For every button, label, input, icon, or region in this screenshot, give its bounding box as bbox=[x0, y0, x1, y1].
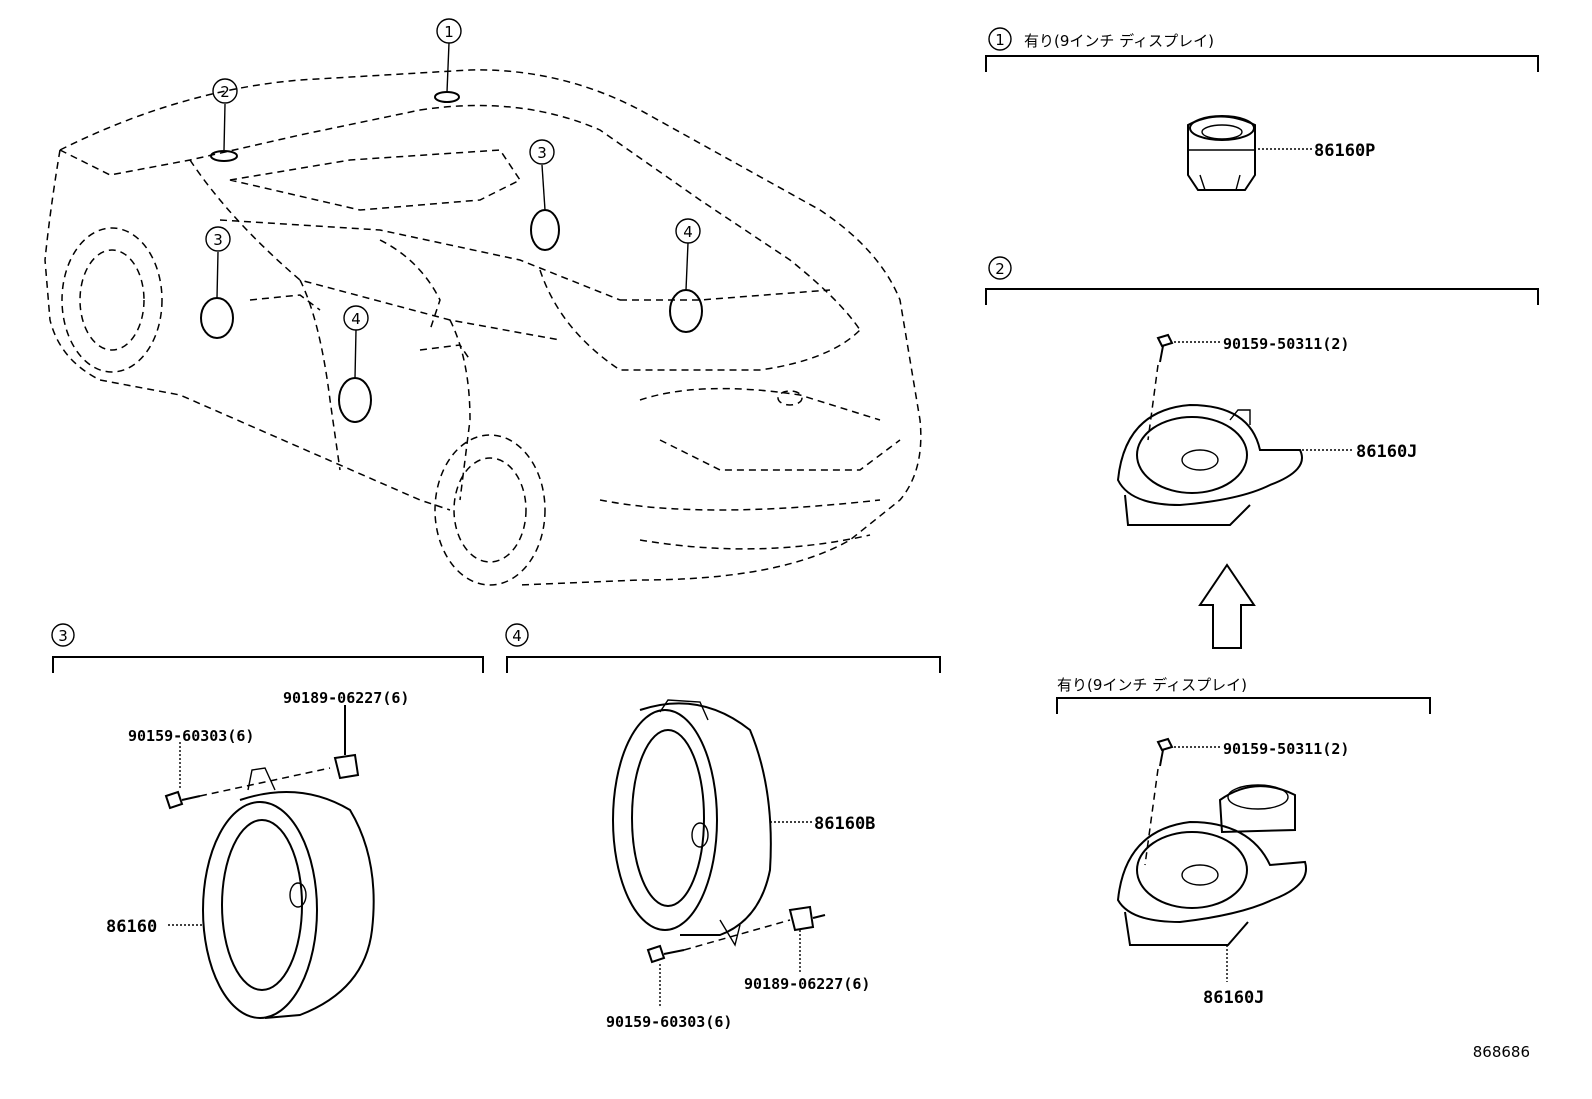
tweeter-marker-center bbox=[434, 91, 460, 103]
svg-text:3: 3 bbox=[537, 144, 547, 162]
door-speaker-marker-front-right bbox=[530, 209, 560, 251]
bolt-90159-50311-a bbox=[1156, 333, 1174, 363]
label-86160J-b: 86160J bbox=[1203, 988, 1264, 1008]
section-2b-title: 有り(9インチ ディスプレイ) bbox=[1057, 676, 1247, 694]
car-callouts: 1 2 3 3 4 4 bbox=[205, 18, 701, 331]
section-4: 4 86160B 90189-06227(6) 90159-60303(6) bbox=[505, 623, 941, 1031]
car-illustration bbox=[44, 69, 922, 586]
label-86160P: 86160P bbox=[1314, 141, 1375, 161]
callout-4-right: 4 bbox=[675, 218, 701, 244]
door-speaker-marker-front-left bbox=[200, 297, 234, 339]
door-speaker-marker-rear-left bbox=[338, 377, 372, 423]
label-86160J-a: 86160J bbox=[1356, 442, 1417, 462]
callout-3-left: 3 bbox=[205, 226, 231, 252]
speaker-86160J-a bbox=[1116, 403, 1303, 526]
speaker-86160 bbox=[202, 767, 375, 1019]
label-bolt-2a: 90159-50311(2) bbox=[1223, 335, 1349, 353]
section-1-marker: 1 bbox=[995, 31, 1005, 49]
section-2b: 有り(9インチ ディスプレイ) 90159-50311(2) 86160J bbox=[1056, 676, 1431, 1008]
section-4-marker: 4 bbox=[512, 627, 522, 645]
upgrade-arrow bbox=[1198, 563, 1256, 649]
bolt-90159-50311-b bbox=[1156, 737, 1174, 767]
svg-text:3: 3 bbox=[213, 231, 223, 249]
diagram-id: 868686 bbox=[1473, 1043, 1530, 1061]
callout-3-right: 3 bbox=[529, 139, 555, 165]
section-2-marker: 2 bbox=[995, 260, 1005, 278]
door-speaker-marker-rear-right bbox=[669, 289, 703, 333]
label-clip-4: 90189-06227(6) bbox=[744, 975, 870, 993]
section-3: 3 90189-06227(6) 90159-60303(6) 86160 bbox=[51, 623, 484, 1019]
section-1: 1 有り(9インチ ディスプレイ) 86160P bbox=[985, 27, 1539, 191]
tweeter-86160P bbox=[1187, 115, 1256, 191]
label-bolt-2b: 90159-50311(2) bbox=[1223, 740, 1349, 758]
screw-90159-60303-s4 bbox=[646, 944, 685, 964]
svg-text:4: 4 bbox=[351, 310, 361, 328]
screw-90159-60303-s3 bbox=[164, 790, 201, 810]
label-86160: 86160 bbox=[106, 917, 157, 937]
callout-2: 2 bbox=[212, 78, 238, 104]
clip-90189-06227-s4 bbox=[788, 905, 826, 932]
clip-90189-06227-s3 bbox=[333, 705, 360, 780]
speaker-86160B bbox=[612, 699, 772, 947]
speaker-86160J-b bbox=[1116, 784, 1308, 946]
section-3-marker: 3 bbox=[58, 627, 68, 645]
svg-text:2: 2 bbox=[220, 83, 230, 101]
label-86160B: 86160B bbox=[814, 814, 875, 834]
label-screw-3: 90159-60303(6) bbox=[128, 727, 254, 745]
svg-text:4: 4 bbox=[683, 223, 693, 241]
car-speaker-markers bbox=[200, 42, 703, 423]
section-2: 2 90159-50311(2) 86160J bbox=[985, 256, 1539, 649]
callout-1: 1 bbox=[436, 18, 462, 44]
label-screw-4: 90159-60303(6) bbox=[606, 1013, 732, 1031]
section-1-title: 有り(9インチ ディスプレイ) bbox=[1024, 32, 1214, 50]
tweeter-marker-left bbox=[210, 150, 238, 162]
label-clip-3: 90189-06227(6) bbox=[283, 689, 409, 707]
callout-4-left: 4 bbox=[343, 305, 369, 331]
svg-text:1: 1 bbox=[444, 23, 454, 41]
